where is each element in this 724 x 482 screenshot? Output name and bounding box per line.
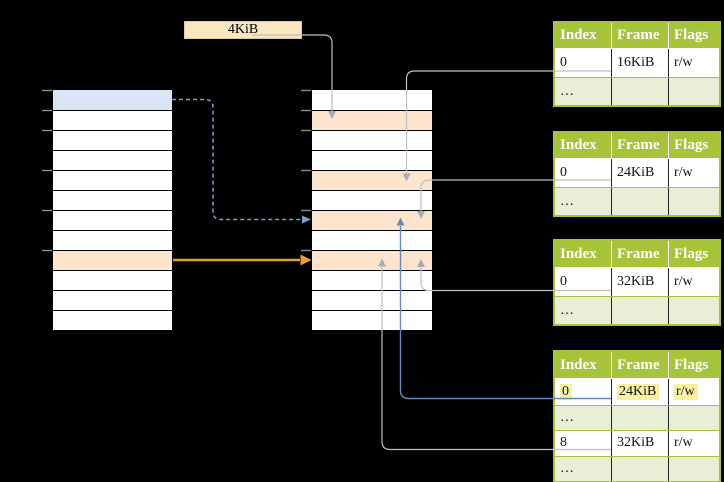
cell-index: …	[560, 302, 574, 318]
cell-flags	[668, 405, 719, 430]
cell-index: 8	[560, 435, 567, 451]
cell-flags	[668, 456, 719, 481]
virtual-page-row-7	[53, 210, 172, 230]
cell-frame: 24KiB	[611, 159, 668, 187]
cell-frame	[611, 78, 668, 105]
virtual-page-row-8	[53, 230, 172, 250]
virtual-page-row-1	[53, 90, 172, 110]
physical-frame-row-6	[312, 190, 432, 210]
column-header-index: Index	[560, 356, 597, 373]
virtual-page-row-3	[53, 130, 172, 150]
cell-index: …	[560, 460, 574, 476]
page-size-label-box: 4KiB	[184, 21, 302, 39]
virtual-page-row-5	[53, 170, 172, 190]
column-header-flags: Flags	[668, 241, 719, 267]
physical-frame-row-4	[312, 150, 432, 170]
page-table-4-row-0: 0 24KiB r/w	[555, 379, 719, 405]
physical-frame-row-5	[312, 170, 432, 190]
cell-flags: r/w	[668, 159, 719, 187]
virtual-address-space-table	[52, 89, 173, 331]
cell-index: …	[560, 193, 574, 209]
cell-flags: r/w	[668, 268, 719, 296]
cell-frame	[611, 188, 668, 215]
highlighted-value: 24KiB	[617, 383, 660, 400]
physical-frame-row-11	[312, 290, 432, 310]
virtual-page-row-11	[53, 290, 172, 310]
page-size-label: 4KiB	[227, 22, 259, 37]
column-header-flags: Flags	[668, 133, 719, 158]
physical-frame-row-7	[312, 210, 432, 230]
cell-index: …	[560, 409, 574, 425]
cell-index: 0	[560, 165, 567, 180]
cell-flags	[668, 297, 719, 324]
physical-frame-row-2	[312, 110, 432, 130]
virtual-page-row-12	[53, 310, 172, 330]
virtual-page-direct-arrow-arrowhead	[300, 254, 312, 266]
physical-frame-row-10	[312, 270, 432, 290]
cell-flags	[668, 188, 719, 215]
page-table-4-row-…: …	[555, 455, 719, 481]
page-table-4-row-…: …	[555, 404, 719, 430]
physical-frame-row-8	[312, 230, 432, 250]
virtual-page-row-10	[53, 270, 172, 290]
column-header-flags: Flags	[668, 23, 719, 48]
cell-frame	[611, 456, 668, 481]
cell-flags: r/w	[668, 49, 719, 77]
highlighted-value: 0	[560, 383, 572, 400]
page-table-1-row-…: …	[555, 77, 719, 105]
cell-index: 0	[555, 379, 611, 405]
cell-index: 0	[560, 274, 567, 289]
column-header-flags: Flags	[668, 352, 719, 378]
page-table-3-row-…: …	[555, 296, 719, 324]
cell-frame: 24KiB	[611, 379, 668, 405]
cell-frame: 16KiB	[611, 49, 668, 77]
cell-frame	[611, 297, 668, 324]
virtual-page-lookup-arrow	[172, 98, 302, 221]
column-header-index: Index	[560, 137, 597, 153]
cell-frame: 32KiB	[611, 431, 668, 456]
cell-index: 0	[560, 55, 567, 70]
column-header-frame: Frame	[611, 133, 668, 158]
virtual-page-row-6	[53, 190, 172, 210]
cell-flags	[668, 78, 719, 105]
virtual-page-row-9	[53, 250, 172, 270]
physical-frame-row-3	[312, 130, 432, 150]
physical-memory-table	[311, 89, 433, 331]
cell-flags: r/w	[668, 431, 719, 456]
column-header-index: Index	[560, 27, 597, 43]
virtual-page-lookup-arrow-arrowhead	[302, 215, 311, 224]
column-header-frame: Frame	[611, 241, 668, 267]
column-header-index: Index	[560, 245, 597, 262]
column-header-frame: Frame	[611, 352, 668, 378]
cell-index: …	[560, 83, 574, 99]
physical-frame-row-12	[312, 310, 432, 330]
virtual-page-row-2	[53, 110, 172, 130]
virtual-page-row-4	[53, 150, 172, 170]
cell-frame	[611, 405, 668, 430]
physical-frame-row-9	[312, 250, 432, 270]
column-header-frame: Frame	[611, 23, 668, 48]
physical-frame-row-1	[312, 90, 432, 110]
page-table-2-row-…: …	[555, 187, 719, 215]
cell-flags: r/w	[668, 379, 719, 405]
highlighted-value: r/w	[674, 383, 698, 400]
cell-frame: 32KiB	[611, 268, 668, 296]
